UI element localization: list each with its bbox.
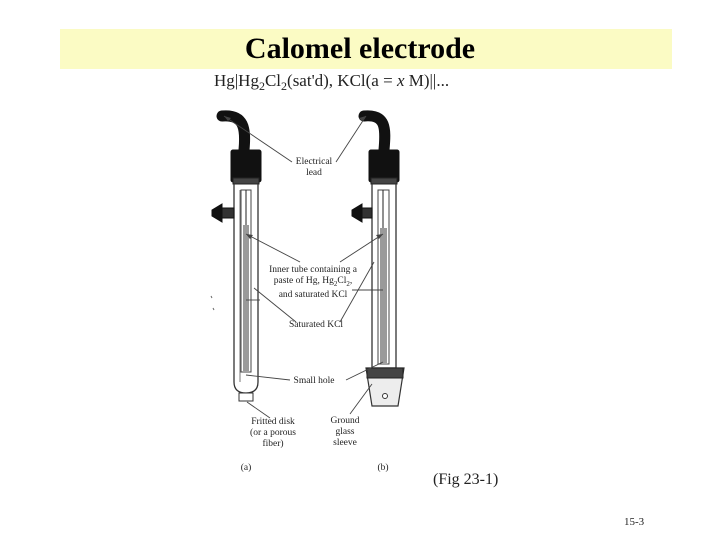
- electrode-b-paste: [380, 228, 387, 363]
- label-small-hole: Small hole: [293, 376, 335, 386]
- label-panel-b: (b): [377, 463, 389, 473]
- label-fritted-disk: Fritted disk (or a porous fiber): [242, 417, 304, 450]
- label-part: ,: [349, 276, 353, 286]
- title-band: [60, 29, 672, 69]
- notation-variable: x: [396, 71, 405, 90]
- label-line: (or a porous: [250, 428, 296, 438]
- notation-subscript: 2: [258, 79, 265, 93]
- figure-caption: (Fig 23-1): [433, 471, 499, 488]
- label-subscript: 2: [346, 279, 350, 288]
- label-line: lead: [306, 168, 322, 178]
- cell-notation: Hg|Hg2Cl2(sat'd), KCl(a = x M)||...: [214, 71, 449, 94]
- label-line: sleeve: [333, 438, 357, 448]
- notation-part: M)||...: [404, 71, 450, 90]
- electrode-a-paste: [243, 225, 249, 371]
- label-line: Inner tube containing a: [269, 265, 357, 275]
- label-electrical-lead: Electrical lead: [284, 157, 344, 179]
- label-line: glass: [335, 427, 355, 437]
- electrode-a-cable: [216, 110, 251, 156]
- label-line: fiber): [262, 439, 284, 449]
- label-line: Ground: [330, 416, 360, 426]
- label-line: paste of Hg, Hg2Cl2,: [258, 276, 368, 290]
- label-ground-glass-sleeve: Ground glass sleeve: [322, 416, 368, 449]
- label-saturated-kcl: Saturated KCl: [288, 320, 344, 330]
- notation-part: (sat'd), KCl(a =: [287, 71, 397, 90]
- notation-part: Cl: [264, 71, 282, 90]
- slide-title: Calomel electrode: [244, 32, 476, 65]
- electrode-b-stopcock: [351, 203, 363, 223]
- electrode-a-fritted-disk: [238, 392, 254, 402]
- label-part: Cl: [337, 276, 347, 286]
- electrode-a-cap: [230, 149, 262, 183]
- electrode-b-cable: [358, 110, 391, 156]
- label-inner-tube: Inner tube containing a paste of Hg, Hg2…: [258, 265, 368, 301]
- notation-subscript: 2: [281, 79, 288, 93]
- label-panel-a: (a): [240, 463, 252, 473]
- label-line: Electrical: [295, 157, 333, 167]
- notation-part: Hg|Hg: [214, 71, 259, 90]
- electrode-b-cap: [368, 149, 400, 183]
- leader-lines: [223, 115, 384, 419]
- page-number: 15-3: [624, 516, 645, 528]
- label-line: and saturated KCl: [278, 289, 348, 300]
- label-subscript: 2: [333, 279, 338, 288]
- electrode-a-stopcock: [211, 203, 223, 223]
- label-part: paste of Hg, Hg: [273, 276, 334, 286]
- label-line: Fritted disk: [251, 417, 295, 427]
